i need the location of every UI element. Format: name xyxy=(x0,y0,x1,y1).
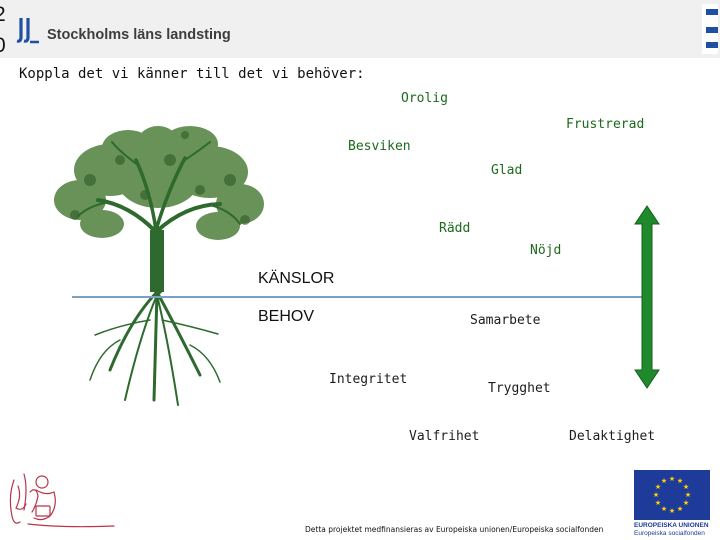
eh-logo-icon xyxy=(9,473,115,528)
feeling-word: Nöjd xyxy=(530,243,562,258)
feeling-word: Glad xyxy=(491,163,523,178)
need-word: Trygghet xyxy=(488,381,551,396)
need-word: Delaktighet xyxy=(569,429,656,444)
feeling-word: Rädd xyxy=(439,221,471,236)
cut-digit-2: 0 xyxy=(0,35,6,56)
intro-heading: Koppla det vi känner till det vi behöver… xyxy=(19,66,365,82)
need-word: Valfrihet xyxy=(409,429,480,444)
svg-text:★: ★ xyxy=(677,505,683,513)
svg-text:★: ★ xyxy=(655,499,661,507)
double-arrow-icon xyxy=(634,205,660,389)
needs-heading: BEHOV xyxy=(258,308,315,325)
eu-name: EUROPEISKA UNIONEN xyxy=(634,522,709,529)
eu-fund-name: Europeiska socialfonden xyxy=(634,530,705,537)
brand-name: Stockholms läns landsting xyxy=(47,27,231,43)
svg-text:★: ★ xyxy=(653,491,659,499)
funding-notice: Detta projektet medfinansieras av Europe… xyxy=(305,525,604,534)
divider-line xyxy=(72,296,646,298)
feeling-word: Besviken xyxy=(348,139,411,154)
header: 2 0 Stockholms läns landsting xyxy=(0,0,720,58)
svg-text:★: ★ xyxy=(669,475,675,483)
svg-text:★: ★ xyxy=(685,491,691,499)
tree-illustration-icon xyxy=(54,126,264,406)
eu-flag-icon: ★★★ ★★★ ★★★ ★★★ xyxy=(634,470,710,520)
svg-text:★: ★ xyxy=(661,505,667,513)
svg-text:★: ★ xyxy=(677,477,683,485)
need-word: Samarbete xyxy=(470,313,541,328)
feeling-word: Orolig xyxy=(401,91,448,106)
header-decoration xyxy=(702,4,718,54)
feelings-heading: KÄNSLOR xyxy=(258,270,335,287)
stockholm-logo-icon xyxy=(16,18,39,44)
svg-text:★: ★ xyxy=(683,483,689,491)
svg-text:★: ★ xyxy=(669,507,675,515)
feeling-word: Frustrerad xyxy=(566,117,645,132)
cut-digit-1: 2 xyxy=(0,4,6,25)
need-word: Integritet xyxy=(329,372,408,387)
svg-text:★: ★ xyxy=(683,499,689,507)
svg-text:★: ★ xyxy=(661,477,667,485)
svg-text:★: ★ xyxy=(655,483,661,491)
